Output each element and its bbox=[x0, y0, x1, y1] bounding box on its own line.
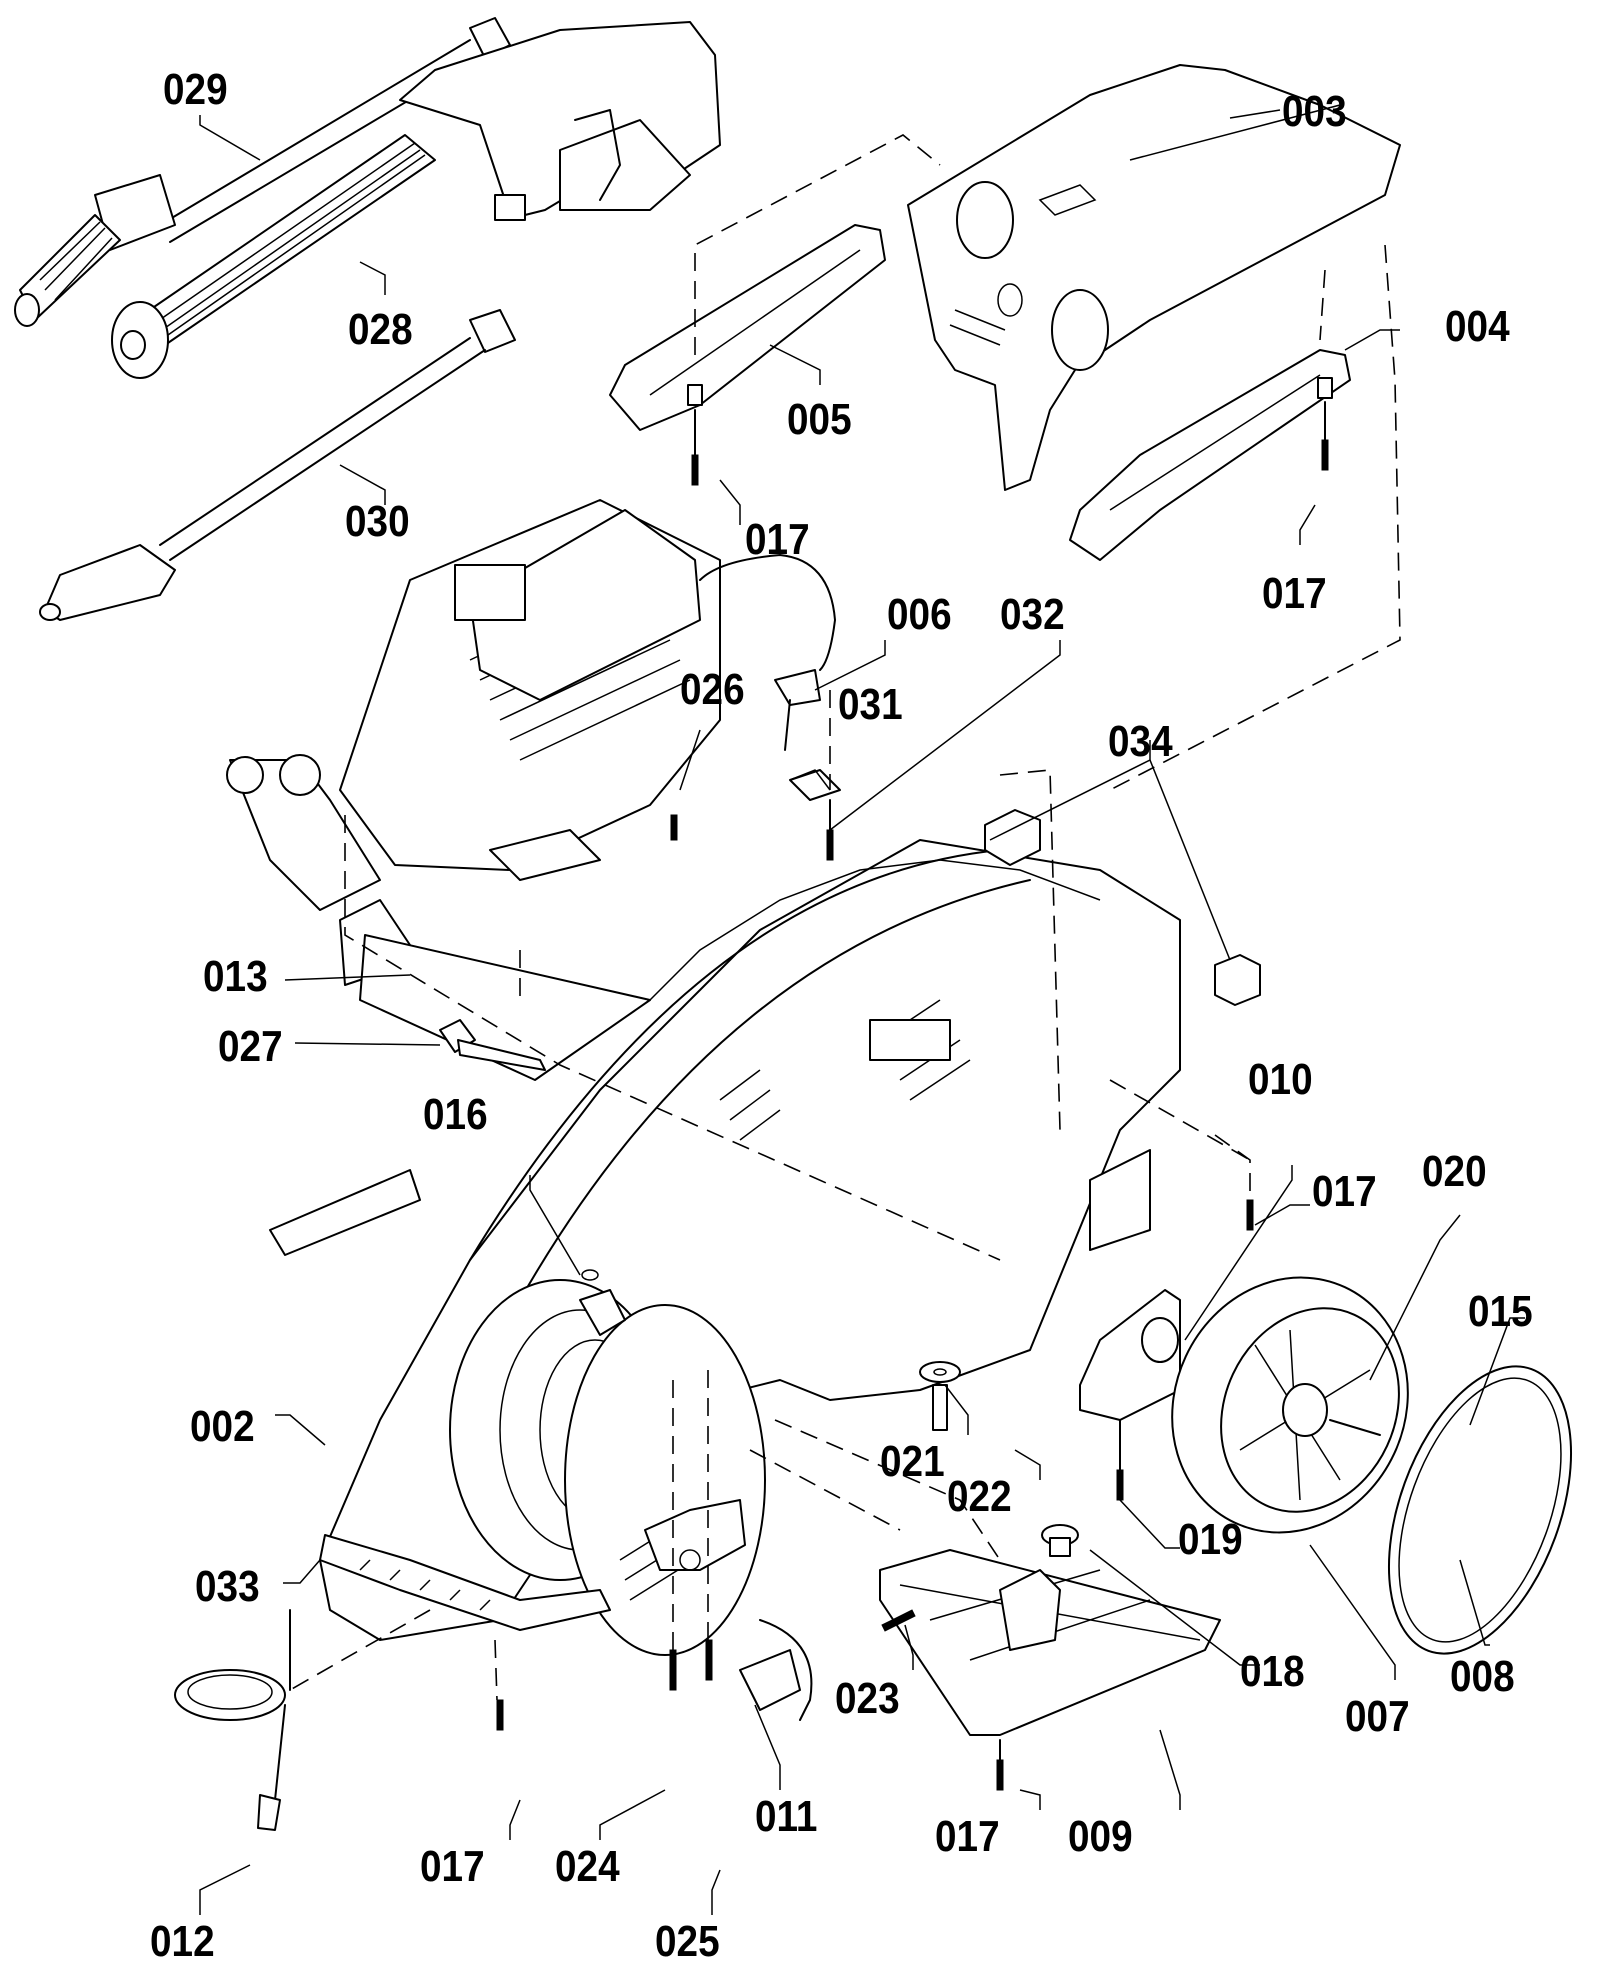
callout-015: 015 bbox=[1468, 1287, 1533, 1336]
callout-026: 026 bbox=[680, 665, 745, 714]
callout-019: 019 bbox=[1178, 1515, 1243, 1564]
callout-016: 016 bbox=[423, 1090, 488, 1139]
axle-bracket-drawing bbox=[1079, 1289, 1181, 1501]
callout-022: 022 bbox=[947, 1472, 1012, 1521]
callout-017-bottom-right: 017 bbox=[935, 1812, 1000, 1861]
trigger-gun-drawing bbox=[111, 21, 721, 379]
callout-012: 012 bbox=[150, 1917, 215, 1966]
end-caps-drawing bbox=[984, 809, 1261, 1006]
washer-screw-drawing bbox=[919, 1361, 961, 1431]
callout-006: 006 bbox=[887, 590, 952, 639]
callout-028: 028 bbox=[348, 305, 413, 354]
callout-033: 033 bbox=[195, 1562, 260, 1611]
hose-connector-drawing bbox=[699, 554, 841, 861]
hub-cap-ring-drawing bbox=[1387, 1365, 1573, 1655]
callout-010: 010 bbox=[1248, 1055, 1313, 1104]
lance-adjustable-nozzle-drawing bbox=[14, 17, 511, 327]
high-pressure-hose-drawing bbox=[174, 1609, 291, 1831]
callout-030: 030 bbox=[345, 497, 410, 546]
callout-017-bottom-left: 017 bbox=[420, 1842, 485, 1891]
callout-029: 029 bbox=[163, 65, 228, 114]
leader-lines bbox=[199, 109, 1525, 1915]
screws-drawing bbox=[496, 814, 1254, 1731]
motor-pump-drawing bbox=[226, 499, 721, 1081]
callout-032: 032 bbox=[1000, 590, 1065, 639]
callout-017-mid-right: 017 bbox=[1312, 1167, 1377, 1216]
callout-018: 018 bbox=[1240, 1647, 1305, 1696]
callout-025: 025 bbox=[655, 1917, 720, 1966]
callout-013: 013 bbox=[203, 952, 268, 1001]
callout-020: 020 bbox=[1422, 1147, 1487, 1196]
callout-009: 009 bbox=[1068, 1812, 1133, 1861]
main-housing-drawing bbox=[269, 839, 1181, 1656]
callout-003: 003 bbox=[1282, 87, 1347, 136]
callout-024: 024 bbox=[555, 1842, 620, 1891]
callout-021: 021 bbox=[880, 1437, 945, 1486]
side-handle-right-drawing bbox=[1069, 349, 1351, 561]
callout-002: 002 bbox=[190, 1402, 255, 1451]
callout-027: 027 bbox=[218, 1022, 283, 1071]
callout-031: 031 bbox=[838, 680, 903, 729]
wheel-drawing bbox=[1171, 1276, 1409, 1534]
callout-023: 023 bbox=[835, 1674, 900, 1723]
callout-008: 008 bbox=[1450, 1652, 1515, 1701]
power-plug-drawing bbox=[739, 1619, 813, 1721]
connector-drawing bbox=[439, 1019, 546, 1071]
callout-034: 034 bbox=[1108, 717, 1173, 766]
side-handle-left-drawing bbox=[609, 224, 886, 486]
lance-turbo-nozzle-drawing bbox=[39, 309, 516, 621]
callout-007: 007 bbox=[1345, 1692, 1410, 1741]
callout-011: 011 bbox=[755, 1792, 818, 1841]
top-cover-drawing bbox=[907, 64, 1401, 491]
assembly-lines bbox=[289, 134, 1401, 1701]
base-plate-drawing bbox=[879, 1524, 1221, 1791]
callout-017-top-right: 017 bbox=[1262, 569, 1327, 618]
callout-017-top-left: 017 bbox=[745, 515, 810, 564]
callout-004: 004 bbox=[1445, 302, 1510, 351]
callout-005: 005 bbox=[787, 395, 852, 444]
